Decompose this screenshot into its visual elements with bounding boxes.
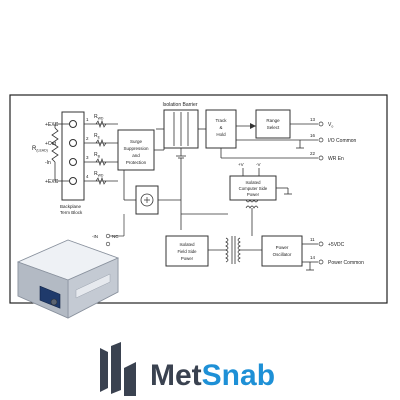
block-diagram: +EXC +Out -In +EXC 1 2 3 4 Backplane Ter…	[9, 94, 388, 304]
r-label-4: RWD	[94, 171, 104, 178]
rlead-label: R(LEAD)	[32, 146, 48, 153]
wr-en-number: 22	[310, 151, 316, 156]
track-line-2: &	[219, 125, 222, 130]
isolation-barrier: Isolation Barrier	[156, 102, 206, 159]
brand-name: MetSnab	[150, 359, 275, 392]
vo-label: Vo	[328, 122, 333, 129]
lead-resistor: R(LEAD)	[32, 123, 69, 182]
r-label-2: RE	[94, 133, 101, 140]
left-small-1: -IN	[92, 234, 98, 239]
oscillator-line-2: Oscillator	[273, 252, 292, 257]
iso-comp-line-2: Computer Side	[239, 186, 268, 191]
center-amplifier	[123, 158, 228, 230]
terminal-number-3: 3	[86, 155, 89, 160]
terminal-number-4: 4	[86, 174, 89, 179]
plus-v-label: +V	[238, 162, 244, 167]
terminal-caption-1: Backplane	[60, 204, 82, 209]
isolated-field-power-block: Isolated Field Side Power	[165, 208, 262, 267]
track-line-1: Track	[215, 118, 227, 123]
brand-logo: MetSnab	[100, 342, 275, 396]
iso-field-line-1: Isolated	[179, 242, 195, 247]
r-label-3: RB	[94, 152, 101, 159]
terminal-number-2: 2	[86, 136, 89, 141]
terminal-label-1: +EXC	[45, 122, 59, 128]
r-label-1: RWD	[94, 114, 104, 121]
iso-field-line-2: Field Side	[177, 249, 197, 254]
terminal-number-1: 1	[86, 117, 89, 122]
iso-comp-line-1: Isolated	[245, 180, 261, 185]
output-terminals: 13 Vo 16 I/O Common 22 WR En	[220, 117, 357, 162]
module-knob-icon	[50, 298, 58, 306]
io-common-number: 16	[310, 133, 316, 138]
left-small-2: NC	[112, 234, 119, 239]
range-line-2: Select	[267, 125, 280, 130]
surge-line-1: Surge	[130, 139, 143, 144]
vo-number: 13	[310, 117, 316, 122]
surge-line-2: Suppression	[123, 146, 149, 151]
vs-label: +5VDC	[328, 242, 345, 248]
io-common-label: I/O Common	[328, 138, 357, 144]
metsnab-logo-icon	[100, 342, 136, 396]
iso-field-line-3: Power	[181, 256, 194, 261]
surge-line-4: Protection	[126, 160, 147, 165]
terminal-caption-2: Term Block	[60, 210, 83, 215]
isolated-computer-power-block: +V -V Isolated Computer Side Power	[229, 162, 292, 209]
power-common-number: 14	[310, 255, 316, 260]
module-photo	[16, 239, 120, 319]
left-small-terminals: -IN NC	[92, 214, 125, 247]
surge-suppression-block: Surge Suppression and Protection	[117, 128, 165, 171]
track-hold-block: Track & Hold	[205, 109, 256, 149]
input-wiring: RWD RE RB RWD	[84, 114, 118, 186]
iso-comp-line-3: Power	[247, 192, 260, 197]
supply-terminals: 11 +5VDC 14 Power Common	[306, 237, 364, 271]
terminal-label-2: +Out	[45, 141, 57, 147]
terminal-label-4: +EXC	[45, 179, 59, 185]
range-select-block: Range Select	[255, 109, 318, 139]
power-oscillator-block: Power Oscillator	[261, 235, 318, 267]
terminal-block: +EXC +Out -In +EXC 1 2 3 4 Backplane Ter…	[45, 111, 89, 215]
minus-v-label: -V	[256, 162, 261, 167]
track-line-3: Hold	[216, 132, 226, 137]
power-common-label: Power Common	[328, 260, 364, 266]
surge-line-3: and	[132, 153, 140, 158]
wr-en-label: WR En	[328, 156, 344, 162]
isolation-barrier-label: Isolation Barrier	[162, 102, 197, 108]
vs-number: 11	[310, 237, 315, 242]
terminal-label-3: -In	[45, 160, 51, 166]
oscillator-line-1: Power	[276, 245, 289, 250]
range-line-1: Range	[266, 118, 280, 123]
